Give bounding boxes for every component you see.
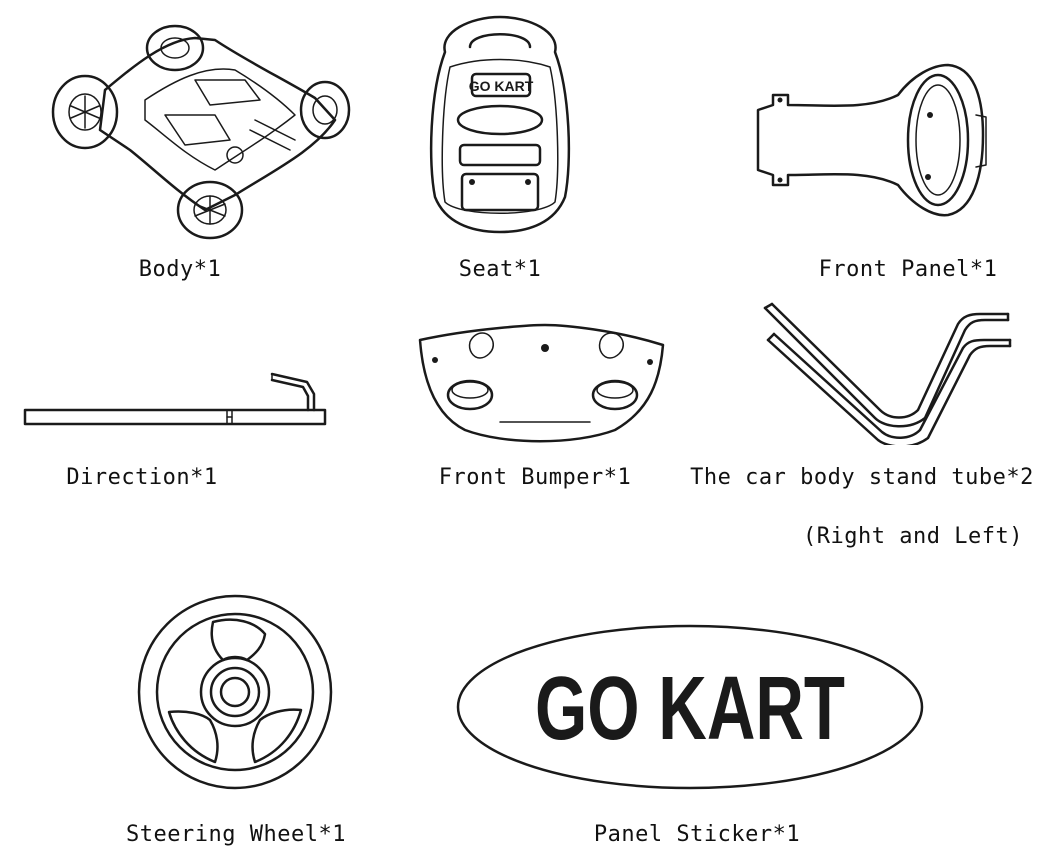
body-label: Body*1: [138, 257, 222, 282]
front-bumper-label: Front Bumper*1: [438, 465, 632, 490]
seat-label: Seat*1: [458, 257, 542, 282]
stand-tube-label: The car body stand tube*2: [690, 465, 1034, 490]
stand-tube-illustration: [760, 300, 1020, 445]
direction-rod-illustration: [22, 368, 328, 430]
front-panel-label: Front Panel*1: [818, 257, 998, 282]
seat-badge-text: GO KART: [469, 78, 534, 94]
kart-body-illustration: [45, 20, 365, 240]
panel-sticker-label: Panel Sticker*1: [593, 822, 801, 847]
panel-sticker-illustration: GO KART: [455, 622, 925, 792]
stand-tube-note: (Right and Left): [803, 524, 1023, 549]
front-bumper-illustration: [415, 320, 667, 450]
panel-sticker-text: GO KART: [535, 659, 845, 759]
seat-illustration: GO KART: [420, 12, 580, 237]
direction-label: Direction*1: [66, 465, 218, 490]
steering-wheel-label: Steering Wheel*1: [126, 822, 346, 847]
front-panel-illustration: [748, 55, 993, 225]
steering-wheel-illustration: [135, 592, 335, 792]
